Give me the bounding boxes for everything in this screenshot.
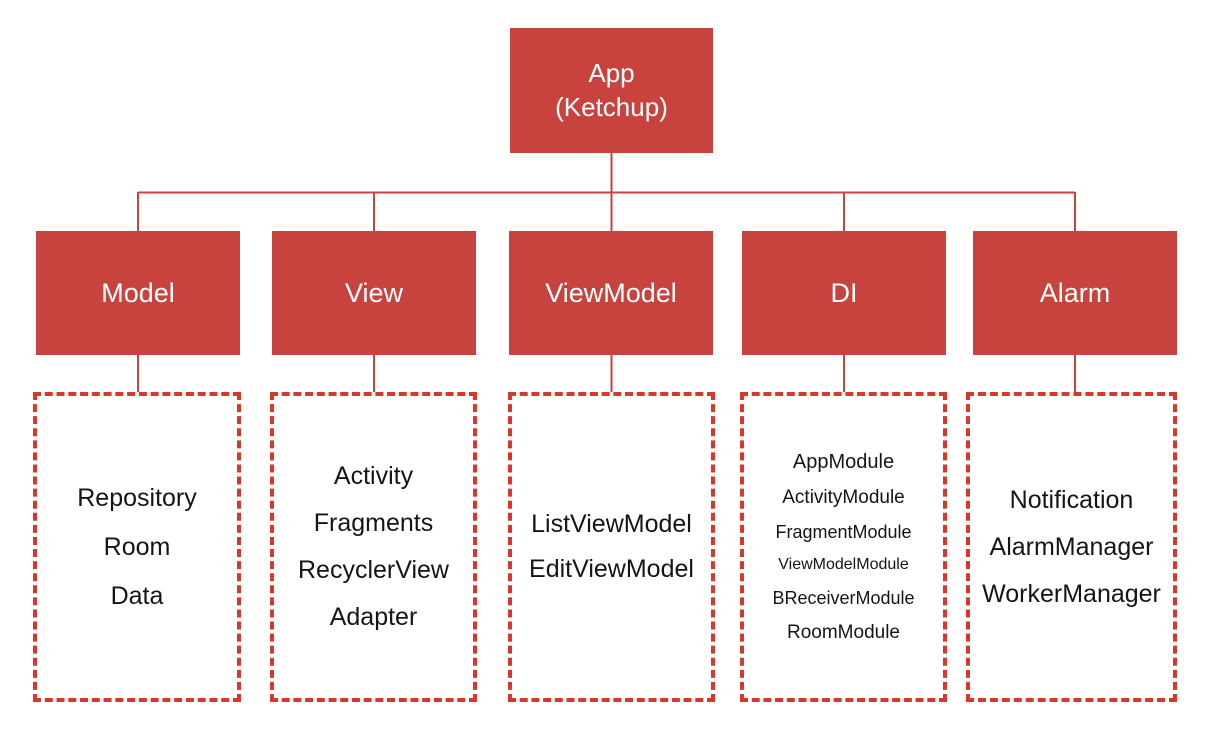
node-app-root-line1: App (588, 58, 635, 89)
detail-item: Data (110, 581, 164, 610)
node-alarm[interactable]: Alarm (973, 231, 1177, 355)
detail-item: Activity (333, 462, 414, 490)
detail-item: Repository (77, 483, 197, 512)
detail-item: FragmentModule (775, 522, 912, 542)
node-app-root-line2: (Ketchup) (555, 91, 668, 122)
detail-item: Fragments (313, 509, 434, 537)
detail-item: RoomModule (787, 622, 900, 643)
node-alarm-label: Alarm (1039, 277, 1111, 308)
detail-item: EditViewModel (529, 555, 694, 583)
detail-item: ViewModelModule (778, 556, 909, 573)
details-viewmodel: ListViewModel EditViewModel (508, 392, 715, 702)
details-view: Activity Fragments RecyclerView Adapter (270, 392, 477, 702)
node-di-label: DI (830, 277, 858, 308)
detail-item: Adapter (329, 603, 418, 631)
detail-item: ActivityModule (782, 487, 905, 508)
detail-item: WorkerManager (982, 579, 1161, 608)
detail-item: RecyclerView (298, 556, 449, 584)
detail-item: AppModule (792, 451, 895, 473)
node-model-label: Model (101, 277, 175, 308)
details-alarm: Notification AlarmManager WorkerManager (966, 392, 1177, 702)
node-model[interactable]: Model (36, 231, 240, 355)
node-view[interactable]: View (272, 231, 476, 355)
detail-item: ListViewModel (531, 510, 692, 538)
node-di[interactable]: DI (742, 231, 946, 355)
details-model: Repository Room Data (33, 392, 241, 702)
detail-item: BReceiverModule (772, 588, 915, 608)
details-di: AppModule ActivityModule FragmentModule … (740, 392, 947, 702)
detail-item: AlarmManager (989, 532, 1154, 561)
node-app-root[interactable]: App (Ketchup) (510, 28, 713, 153)
node-viewmodel[interactable]: ViewModel (509, 231, 713, 355)
node-viewmodel-label: ViewModel (545, 277, 677, 308)
detail-item: Room (103, 532, 171, 561)
detail-item: Notification (1009, 485, 1134, 514)
node-view-label: View (344, 277, 404, 308)
